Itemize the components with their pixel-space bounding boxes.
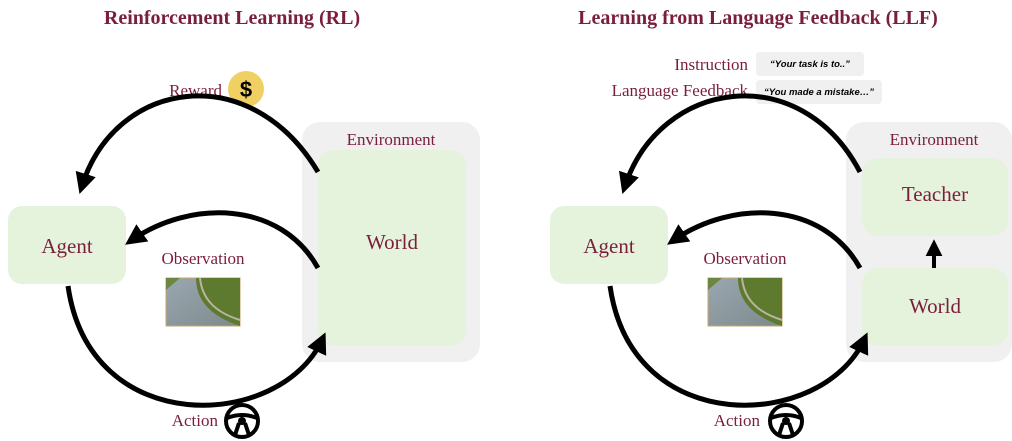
llf-feedback-arrow bbox=[618, 93, 863, 194]
rl-agent-box bbox=[8, 206, 126, 284]
rl-environment-label: Environment bbox=[347, 130, 436, 149]
rl-reward-arrow bbox=[75, 93, 321, 195]
svg-text:$: $ bbox=[240, 77, 252, 102]
llf-world-box bbox=[862, 268, 1008, 346]
llf-action-arrow bbox=[607, 285, 869, 408]
llf-observation-label: Observation bbox=[703, 249, 787, 268]
rl-observation-arrow bbox=[125, 210, 321, 270]
rl-title: Reinforcement Learning (RL) bbox=[104, 7, 360, 29]
llf-feedback-text: “You made a mistake…” bbox=[764, 87, 874, 98]
llf-instruction-label: Instruction bbox=[674, 55, 748, 74]
llf-agent-label: Agent bbox=[583, 234, 634, 258]
rl-world-label: World bbox=[366, 230, 418, 254]
llf-teacher-label: Teacher bbox=[902, 182, 968, 206]
dollar-coin-icon: $ bbox=[228, 71, 264, 107]
llf-instruction-bubble bbox=[756, 52, 864, 76]
rl-action-arrow bbox=[65, 285, 327, 408]
llf-agent-box bbox=[550, 206, 668, 284]
llf-environment-label: Environment bbox=[890, 130, 979, 149]
rl-action-label: Action bbox=[172, 411, 219, 430]
steering-wheel-icon bbox=[768, 403, 804, 439]
llf-instruction-text: “Your task is to..” bbox=[770, 59, 850, 70]
rl-agent-label: Agent bbox=[41, 234, 92, 258]
llf-title: Learning from Language Feedback (LLF) bbox=[578, 7, 938, 29]
road-photo-thumbnail bbox=[165, 277, 241, 327]
llf-world-label: World bbox=[909, 294, 961, 318]
road-photo-thumbnail bbox=[707, 277, 783, 327]
llf-observation-arrow bbox=[667, 210, 863, 270]
rl-observation-label: Observation bbox=[161, 249, 245, 268]
steering-wheel-icon bbox=[224, 403, 260, 439]
llf-feedback-label: Language Feedback bbox=[612, 81, 749, 100]
llf-teacher-box bbox=[862, 158, 1008, 236]
llf-feedback-bubble bbox=[756, 80, 882, 104]
rl-world-box bbox=[318, 150, 466, 346]
llf-action-label: Action bbox=[714, 411, 761, 430]
